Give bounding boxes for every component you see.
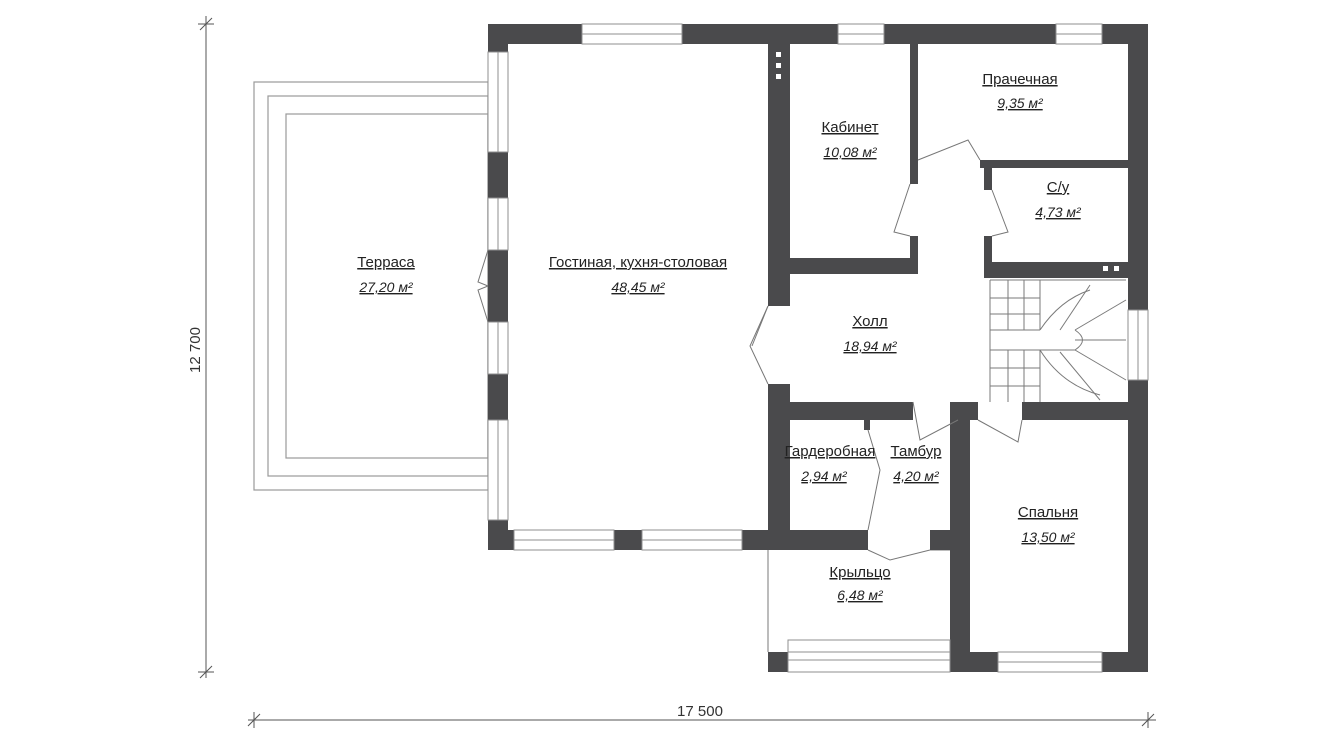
room-name-vestibule: Тамбур [891, 443, 942, 460]
room-name-living: Гостиная, кухня-столовая [549, 254, 727, 271]
height-dimension-label: 12 700 [187, 327, 204, 373]
room-name-wc: С/у [1047, 179, 1070, 196]
room-area-terrace: 27,20 м² [358, 279, 414, 295]
room-area-wardrobe: 2,94 м² [800, 468, 848, 484]
room-name-wardrobe: Гардеробная [785, 443, 876, 460]
staircase [989, 279, 1127, 402]
room-name-laundry: Прачечная [982, 71, 1057, 88]
dimension-vertical [198, 16, 214, 679]
windows [487, 23, 1149, 673]
walls [488, 24, 1148, 672]
room-area-vestibule: 4,20 м² [893, 468, 940, 484]
vent-dots [776, 52, 1119, 271]
room-name-study: Кабинет [821, 119, 878, 136]
room-name-hall: Холл [852, 313, 887, 330]
doors [477, 139, 1023, 561]
room-name-porch: Крыльцо [829, 564, 890, 581]
room-area-living: 48,45 м² [611, 279, 666, 295]
room-area-bedroom: 13,50 м² [1021, 529, 1076, 545]
room-area-wc: 4,73 м² [1035, 204, 1082, 220]
room-area-porch: 6,48 м² [837, 587, 884, 603]
room-name-terrace: Терраса [357, 254, 415, 271]
width-dimension-label: 17 500 [677, 703, 723, 720]
room-area-hall: 18,94 м² [843, 338, 898, 354]
room-area-study: 10,08 м² [823, 144, 878, 160]
room-name-bedroom: Спальня [1018, 504, 1078, 521]
room-area-laundry: 9,35 м² [997, 95, 1044, 111]
dimension-horizontal [247, 712, 1156, 728]
